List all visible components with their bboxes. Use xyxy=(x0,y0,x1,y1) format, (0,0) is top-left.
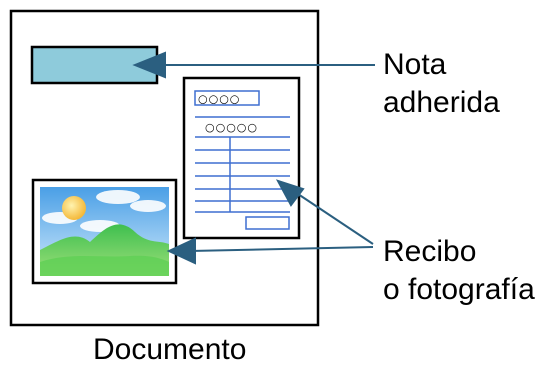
sticky-note-label-line1: Nota xyxy=(383,48,447,81)
arrow-to-receipt xyxy=(291,189,374,245)
receipt-header-box xyxy=(194,90,260,106)
receipt-photo-label-line1: Recibo xyxy=(383,235,477,268)
receipt: ○○○○ ○○○○○ xyxy=(182,76,301,240)
photo-clouds xyxy=(42,190,166,232)
arrows xyxy=(132,51,375,265)
receipt-header-marks: ○○○○ xyxy=(198,93,240,106)
receipt-photo-label: Recibo o fotografía xyxy=(383,233,535,309)
sticky-note-label-line2: adherida xyxy=(383,86,500,119)
sticky-note-label: Nota adherida xyxy=(383,46,500,122)
document-label: Documento xyxy=(93,333,247,366)
arrow-to-photo xyxy=(189,246,374,252)
receipt-photo-label-line2: o fotografía xyxy=(383,273,535,306)
receipt-table xyxy=(195,136,290,213)
photograph xyxy=(31,178,178,285)
receipt-total-box xyxy=(245,216,290,230)
receipt-subheader-marks: ○○○○○ xyxy=(205,121,258,134)
sun-icon xyxy=(62,196,86,220)
